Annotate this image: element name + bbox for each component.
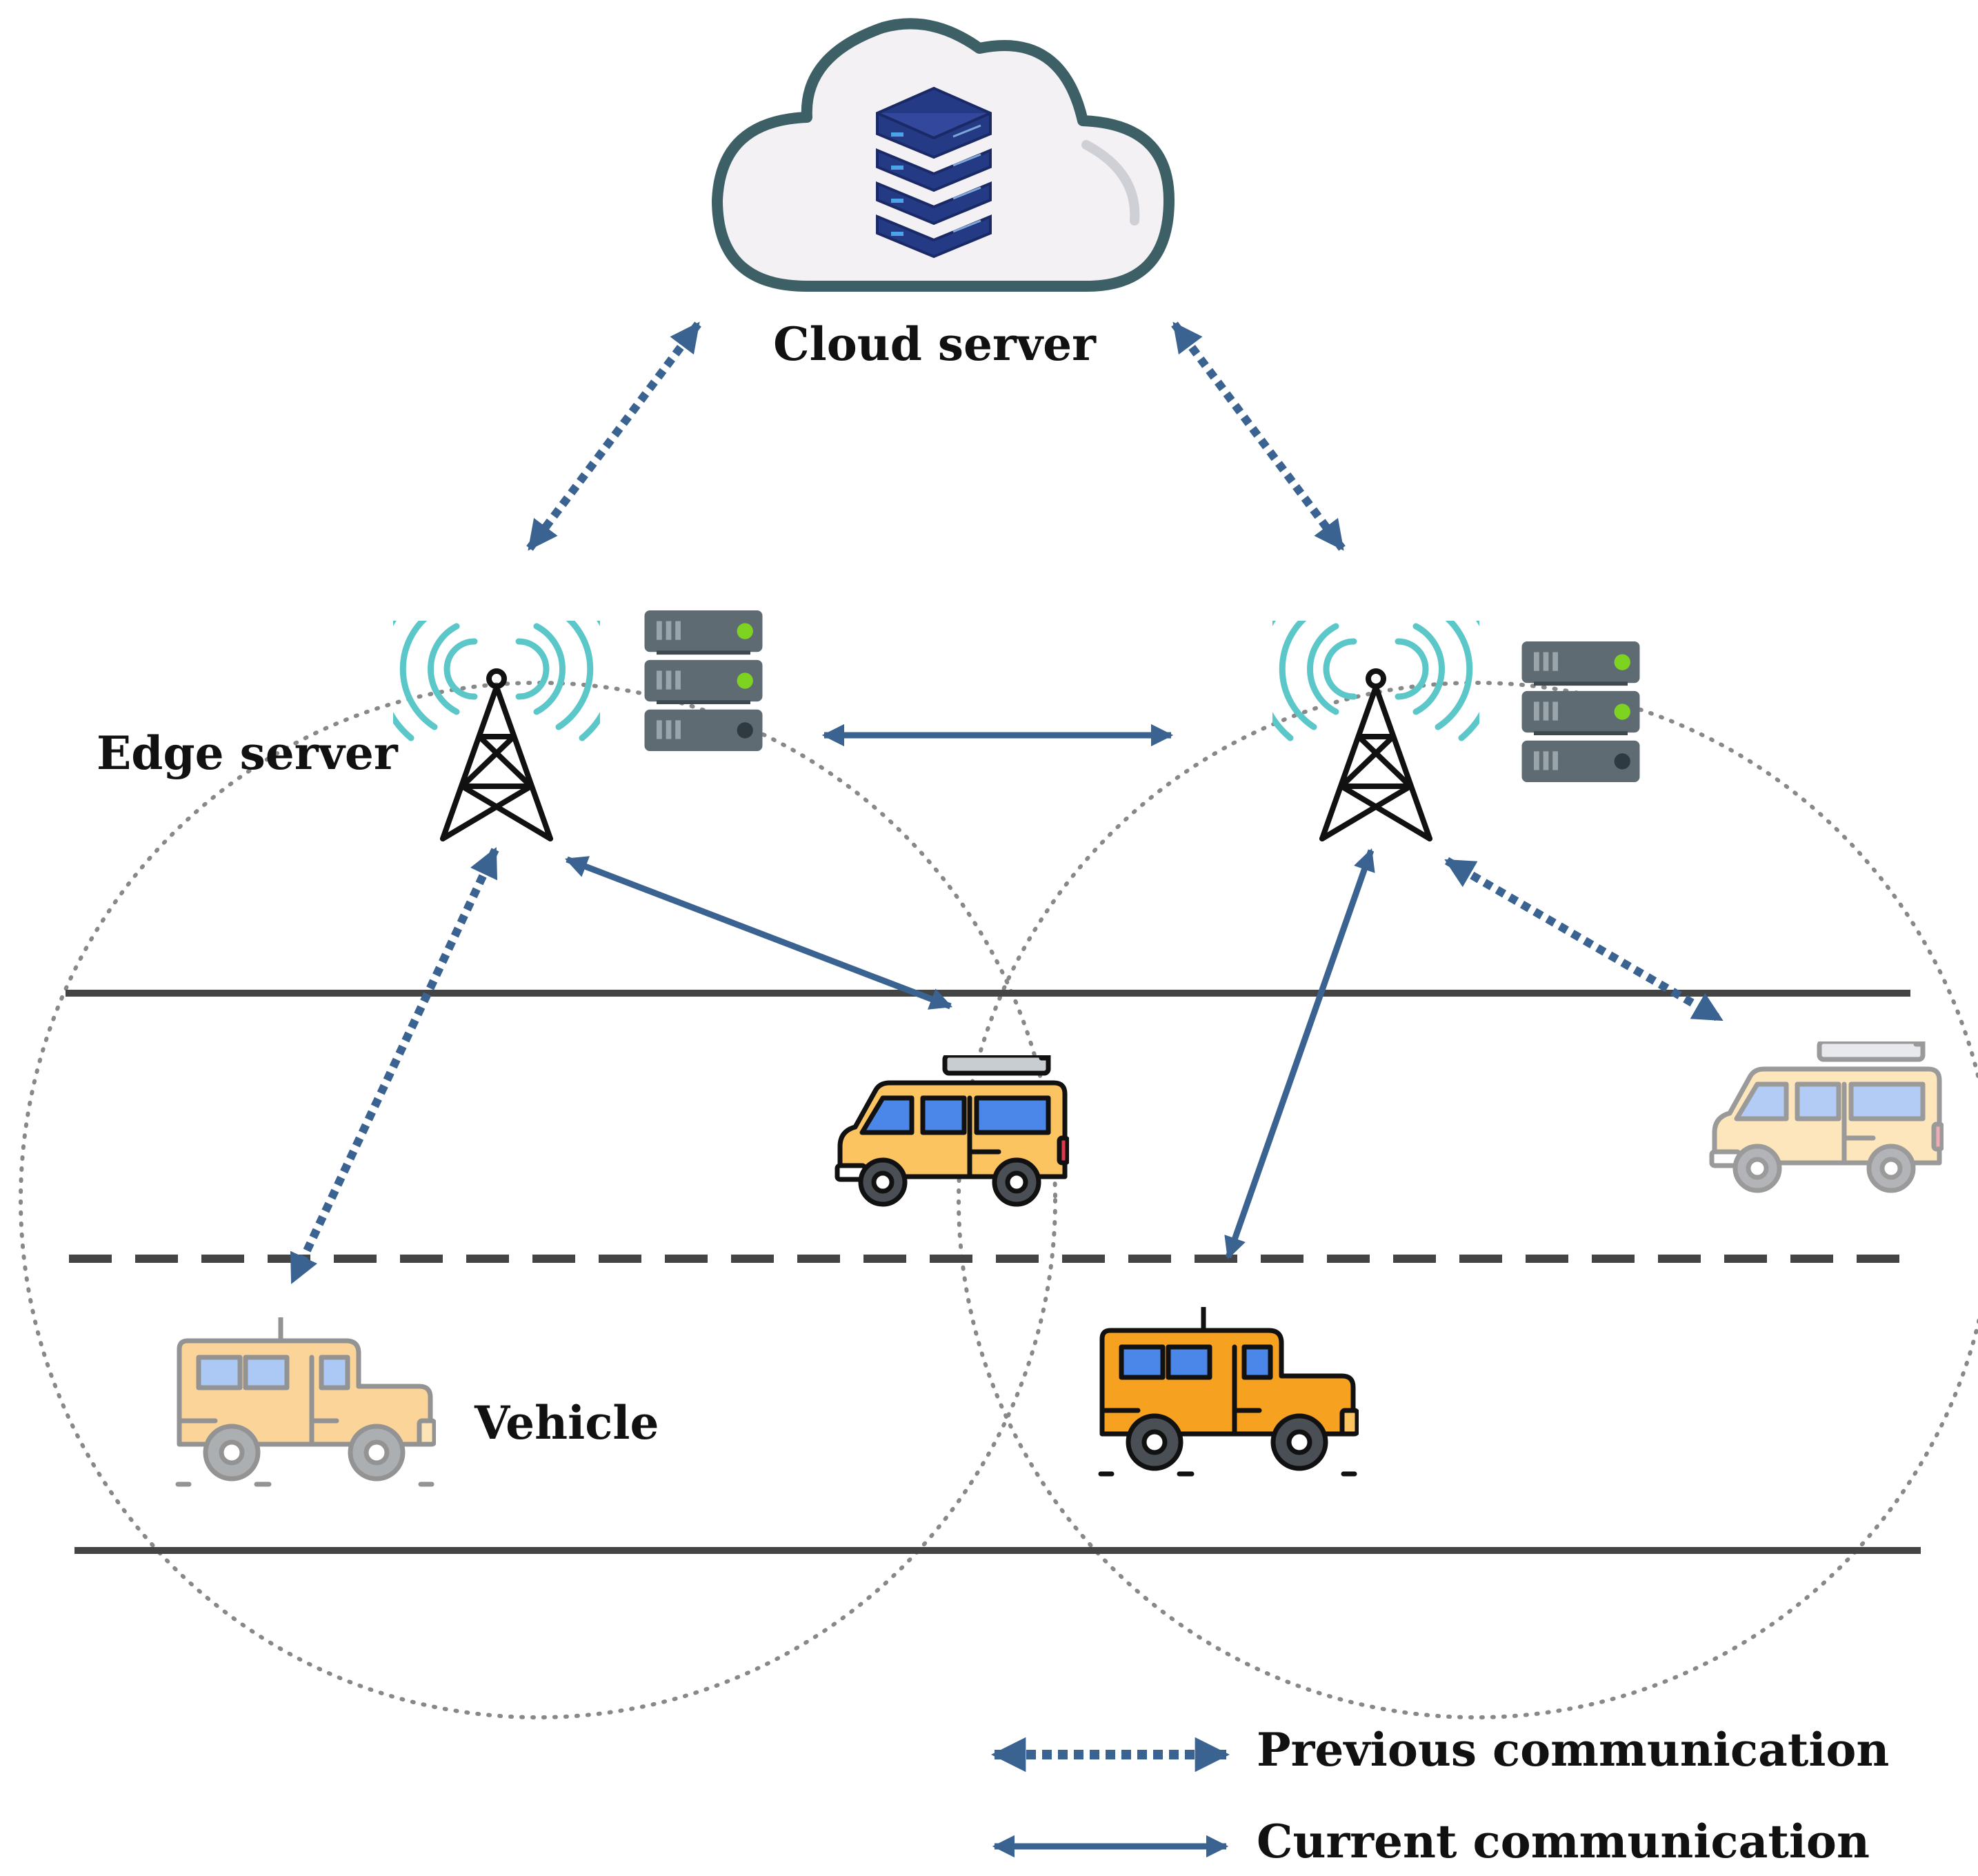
jeep-icon-previous	[178, 1317, 434, 1484]
van-icon-previous	[1712, 1033, 1942, 1190]
coverage-area-left	[19, 681, 1057, 1719]
cloud-server-label: Cloud server	[773, 317, 1097, 371]
server-rack-icon-left	[644, 610, 763, 751]
edge-server-label: Edge server	[97, 726, 399, 780]
coverage-area-right	[957, 681, 1978, 1719]
link-edge-right-van-previous	[1444, 857, 1724, 1024]
cloud-icon	[712, 18, 1175, 292]
link-edge-left-jeep-previous	[288, 847, 499, 1284]
server-rack-icon-right	[1521, 641, 1640, 782]
server-stack-icon	[876, 86, 992, 259]
legend-previous-label: Previous communication	[1257, 1723, 1889, 1777]
antenna-tower-icon-left	[379, 600, 615, 839]
jeep-icon-current	[1101, 1307, 1357, 1474]
link-edge-left-van-current	[564, 856, 953, 1010]
legend: Previous communication Current communica…	[990, 1723, 1889, 1868]
antenna-tower-icon-right	[1258, 600, 1494, 839]
link-edge-right-jeep-current	[1224, 848, 1375, 1260]
legend-current-label: Current communication	[1257, 1815, 1870, 1868]
link-cloud-edge-right-previous	[1171, 321, 1346, 551]
link-cloud-edge-left-previous	[526, 321, 701, 551]
vehicle-label: Vehicle	[474, 1396, 659, 1450]
van-icon-current	[837, 1047, 1068, 1204]
